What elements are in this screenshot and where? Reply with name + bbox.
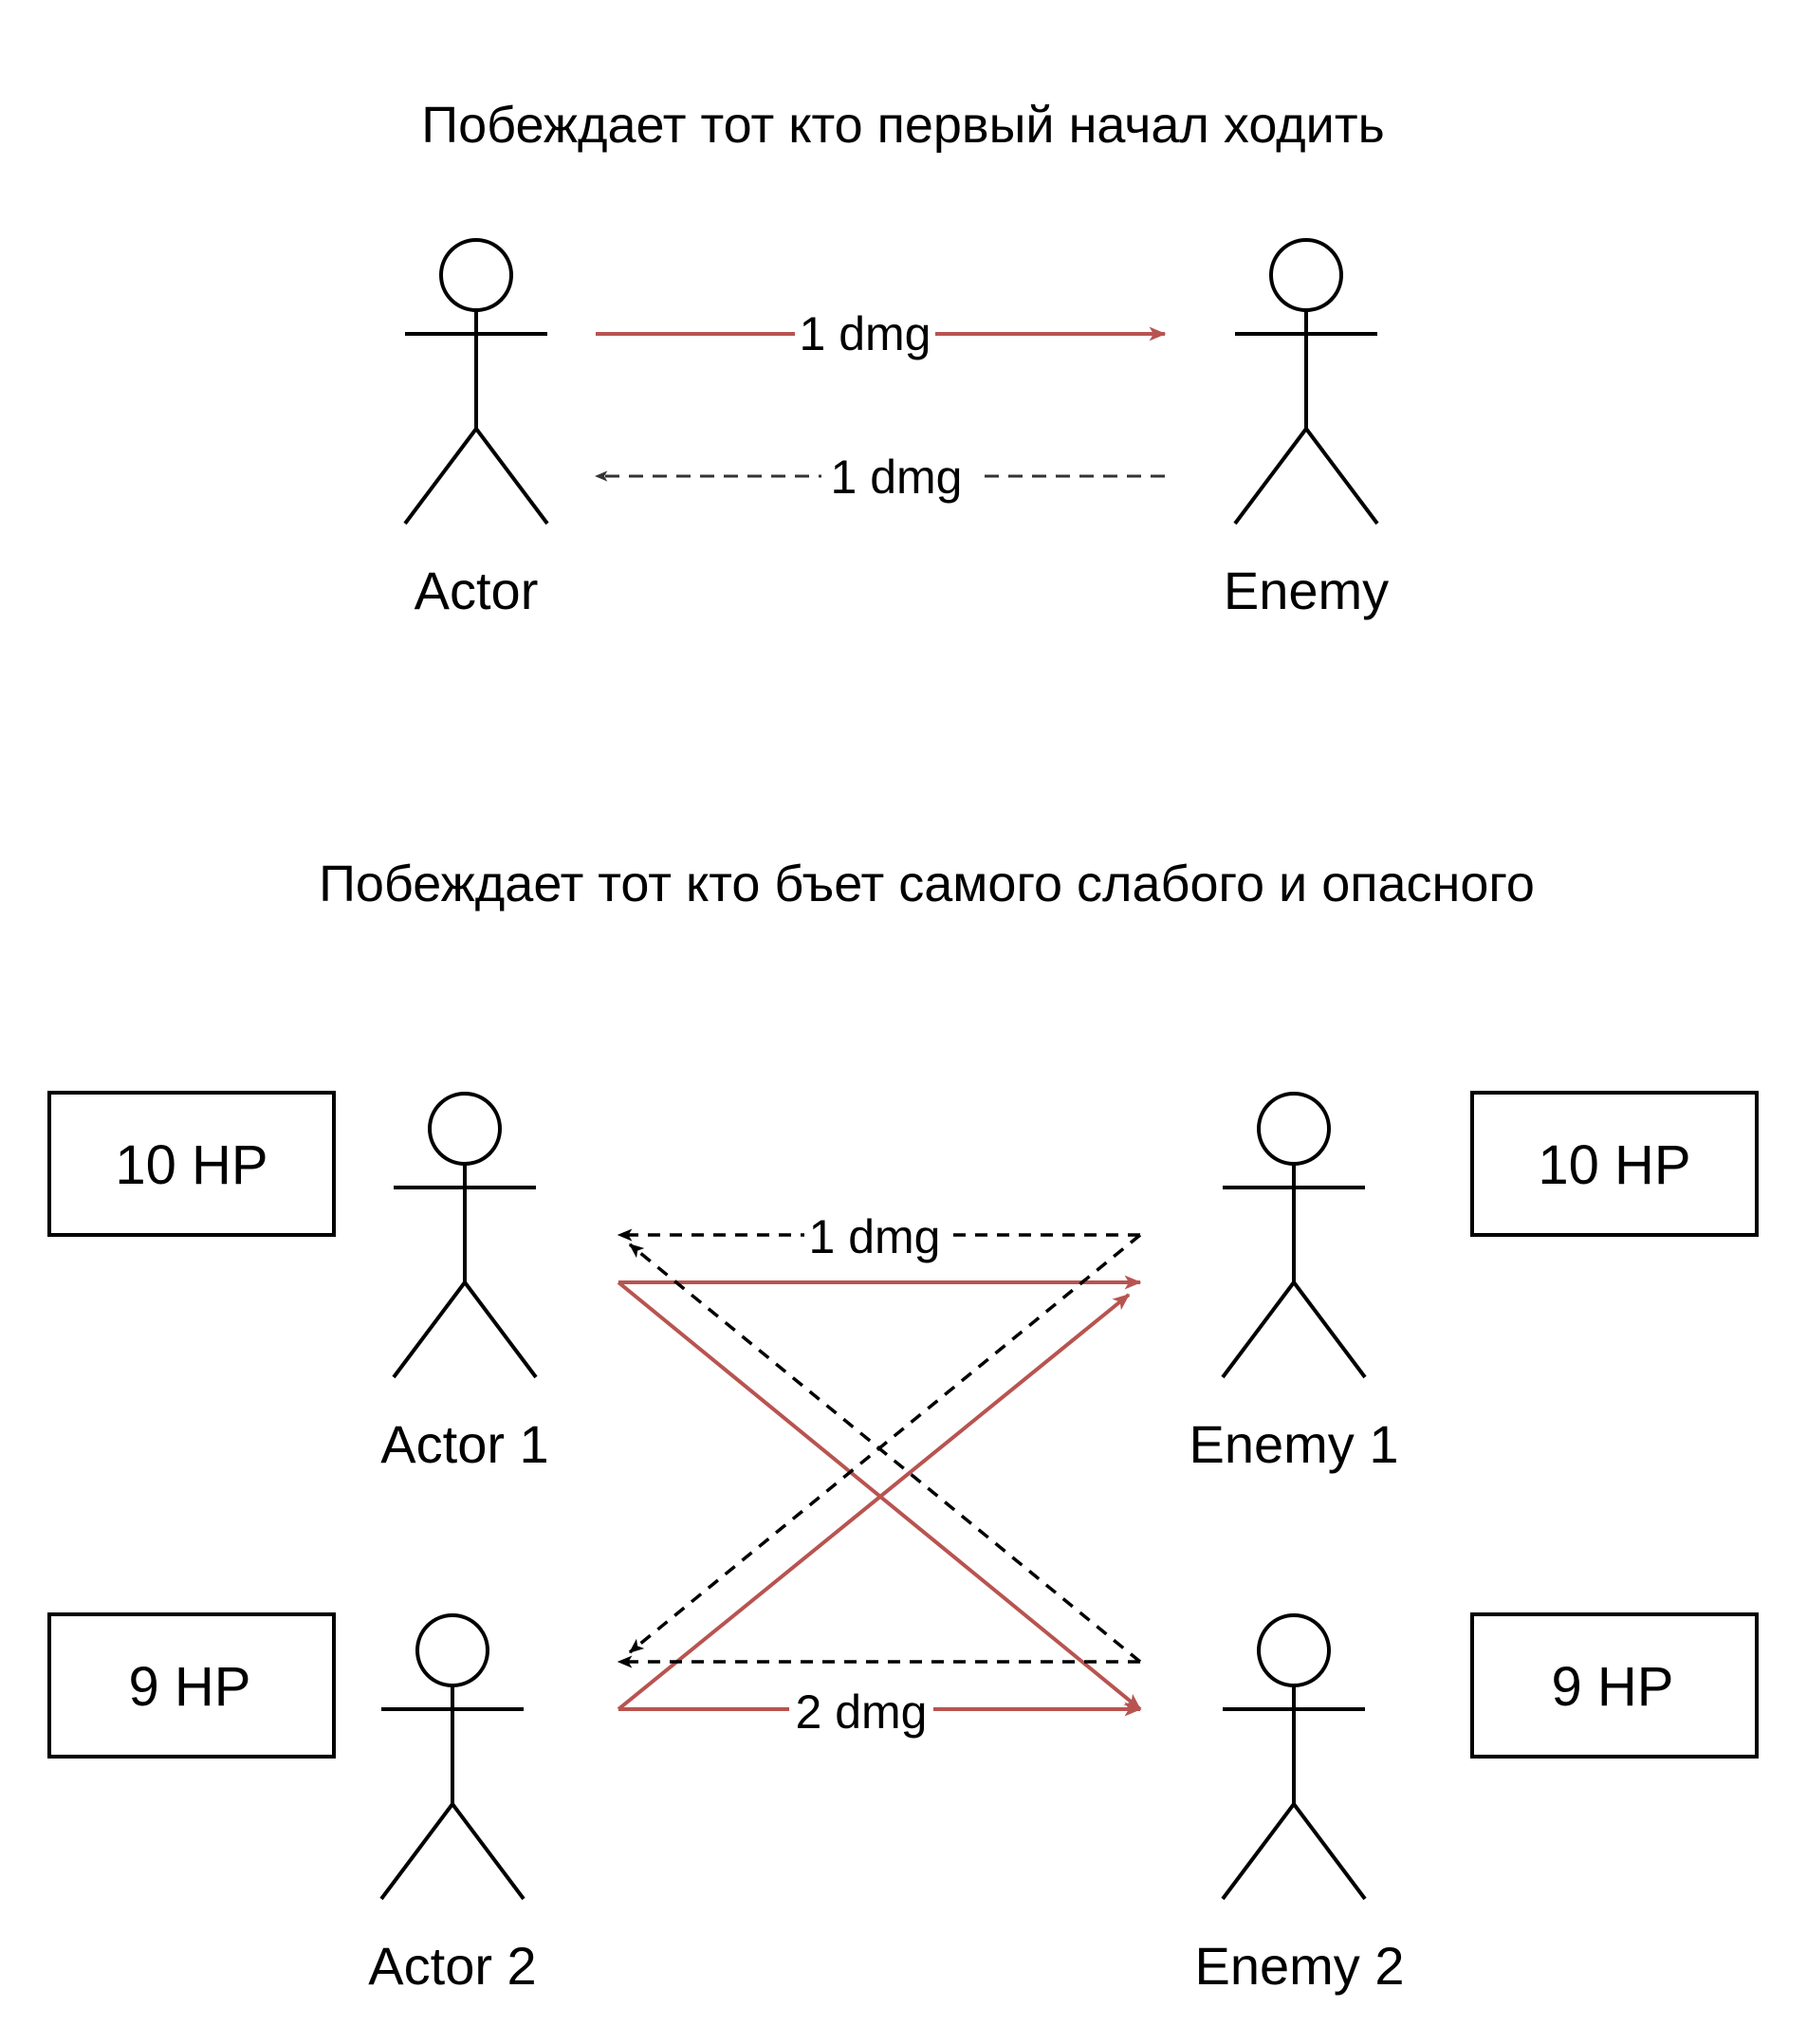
actor-figure (403, 238, 549, 525)
actor-1-label: Actor 1 (380, 1414, 548, 1474)
arrow-enemy1-to-actor2 (628, 1233, 1142, 1654)
arrow-actor2-to-enemy1 (617, 1293, 1131, 1711)
hp-box-enemy-2: 9 HP (1470, 1612, 1759, 1759)
hp-box-actor-2: 9 HP (47, 1612, 336, 1759)
section-1-title: Побеждает тот кто первый начал ходить (421, 97, 1384, 154)
actor-label: Actor (415, 561, 539, 620)
counter-arrow-label: 1 dmg (831, 451, 963, 504)
hp-box-actor-1: 10 HP (47, 1091, 336, 1237)
hp-value: 10 HP (1538, 1134, 1690, 1196)
counter-arrows (617, 1228, 1142, 1668)
enemy-1-label: Enemy 1 (1189, 1414, 1399, 1474)
enemy-2-figure (1221, 1613, 1367, 1901)
arrow-enemy2-to-actor1 (628, 1243, 1142, 1664)
hp-value: 10 HP (115, 1134, 267, 1196)
hp-value: 9 HP (1552, 1656, 1674, 1718)
enemy-label: Enemy (1224, 561, 1389, 620)
enemy-1-figure (1221, 1092, 1367, 1379)
attack-arrow-label: 2 dmg (796, 1685, 928, 1739)
attack-arrow-label: 1 dmg (800, 307, 931, 360)
attack-arrows (617, 1275, 1142, 1717)
actor-2-figure (379, 1613, 526, 1901)
enemy-figure (1233, 238, 1379, 525)
counter-arrow-label: 1 dmg (809, 1210, 941, 1263)
actor-2-label: Actor 2 (368, 1936, 536, 1996)
enemy-2-label: Enemy 2 (1195, 1936, 1405, 1996)
hp-value: 9 HP (129, 1656, 251, 1718)
hp-box-enemy-1: 10 HP (1470, 1091, 1759, 1237)
section-2-title: Побеждает тот кто бъет самого слабого и … (319, 856, 1535, 912)
actor-1-figure (392, 1092, 538, 1379)
